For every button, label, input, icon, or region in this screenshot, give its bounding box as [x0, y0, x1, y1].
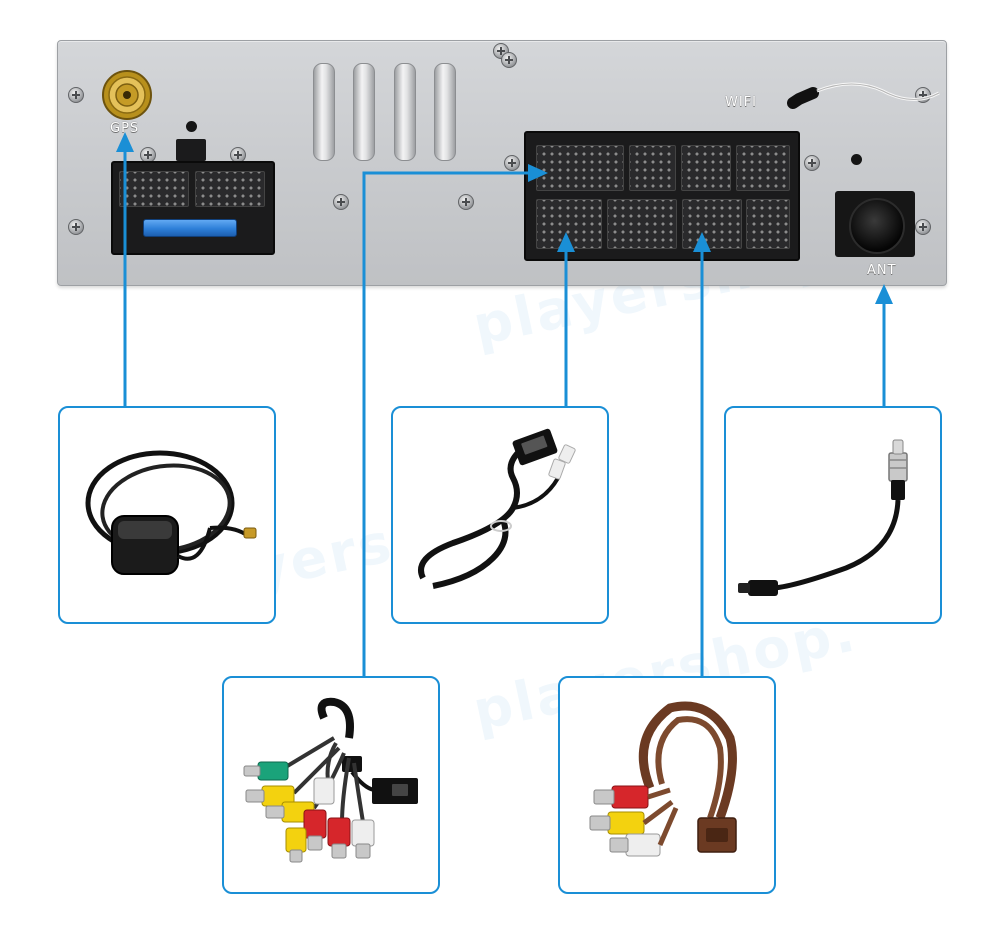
connector-pins	[746, 199, 790, 249]
connector-pins	[607, 199, 677, 249]
connector-pins	[681, 145, 731, 191]
radio-antenna-adapter-icon	[738, 439, 908, 596]
screw-icon	[140, 147, 156, 163]
screw-icon	[68, 87, 84, 103]
power-connector	[111, 161, 275, 255]
rca-audio-cable-icon	[589, 701, 737, 857]
radio-antenna-adapter-box	[724, 406, 942, 624]
vent-slot	[394, 63, 416, 161]
screw-icon	[458, 194, 474, 210]
hole	[851, 154, 862, 165]
connector-pins	[119, 171, 189, 207]
connector-pins	[536, 145, 624, 191]
vent-slot	[434, 63, 456, 161]
gps-connector-icon	[102, 70, 152, 120]
rca-av-cable-box	[222, 676, 440, 894]
ant-socket	[835, 191, 915, 257]
usb-cable-box	[391, 406, 609, 624]
connector-latch	[176, 139, 206, 161]
gps-antenna-icon	[85, 450, 257, 575]
connector-pins	[195, 171, 265, 207]
arrowhead-icon	[693, 232, 711, 252]
screw-icon	[68, 219, 84, 235]
screw-icon	[504, 155, 520, 171]
arrow-rca-av	[362, 171, 530, 676]
fuse-icon	[143, 219, 237, 237]
arrowhead-icon	[557, 232, 575, 252]
wifi-antenna-icon	[787, 82, 940, 109]
ant-socket-hole	[849, 198, 905, 254]
screw-icon	[501, 52, 517, 68]
screw-icon	[804, 155, 820, 171]
rca-audio-cable-box	[558, 676, 776, 894]
connector-pins	[682, 199, 742, 249]
connector-pins	[629, 145, 676, 191]
rear-panel: GPS WIFI	[57, 40, 947, 286]
ant-label: ANT	[867, 263, 897, 278]
arrowhead-icon	[116, 132, 134, 152]
usb-cable-icon	[418, 428, 576, 589]
vent-slot	[353, 63, 375, 161]
multi-pin-connector	[524, 131, 800, 261]
wifi-label: WIFI	[725, 95, 757, 110]
hole	[186, 121, 197, 132]
arrowhead-icon	[528, 164, 548, 182]
vent-slot	[313, 63, 335, 161]
gps-antenna-box	[58, 406, 276, 624]
rca-av-cable-icon	[243, 697, 418, 863]
screw-icon	[333, 194, 349, 210]
connector-pins	[736, 145, 790, 191]
arrowhead-icon	[875, 284, 893, 304]
gps-label: GPS	[110, 121, 140, 136]
screw-icon	[915, 219, 931, 235]
